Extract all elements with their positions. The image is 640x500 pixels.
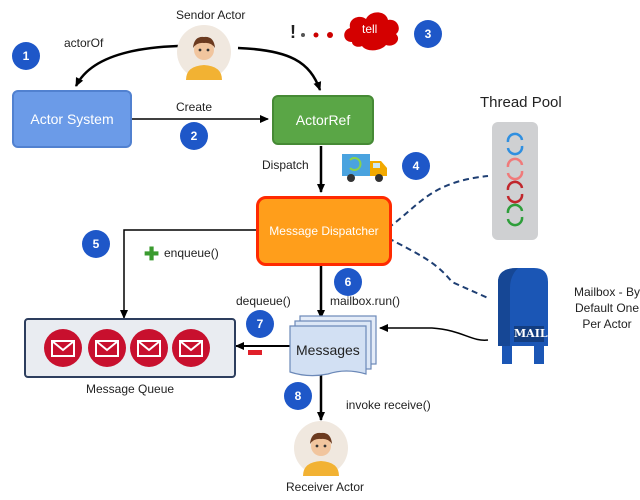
messages-label: Messages bbox=[296, 342, 360, 358]
step-badge-6: 6 bbox=[334, 268, 362, 296]
envelope-icon-4 bbox=[172, 329, 210, 367]
thread-icons bbox=[506, 132, 524, 227]
message-queue-label: Message Queue bbox=[86, 382, 175, 396]
thread-pool-panel bbox=[492, 122, 538, 240]
message-queue-box bbox=[24, 318, 236, 378]
step-badge-3: 3 bbox=[414, 20, 442, 48]
create-label: Create bbox=[176, 100, 213, 114]
mailbox-note-line-2: Default One bbox=[574, 301, 640, 315]
queue-envelopes bbox=[44, 329, 210, 367]
enqueue-label: enqueue() bbox=[164, 246, 219, 260]
minus-icon bbox=[248, 350, 262, 355]
step-badge-8: 8 bbox=[284, 382, 312, 410]
invoke-receive-label: invoke receive() bbox=[346, 398, 431, 412]
mailbox-note-line-3: Per Actor bbox=[582, 317, 632, 331]
mailbox-run-label: mailbox.run() bbox=[330, 294, 401, 308]
dashed-link-mailbox bbox=[387, 237, 489, 299]
tell-cloud-icon bbox=[344, 12, 399, 51]
tell-dots bbox=[301, 32, 333, 38]
plus-icon: ✚ bbox=[144, 244, 160, 264]
arrow-tell bbox=[237, 46, 322, 91]
step-badge-1: 1 bbox=[12, 42, 40, 70]
envelope-icon-2 bbox=[88, 329, 126, 367]
delivery-truck-icon bbox=[342, 154, 387, 182]
message-dispatcher-box: Message Dispatcher bbox=[256, 196, 392, 266]
envelope-icon-1 bbox=[44, 329, 82, 367]
actorof-label: actorOf bbox=[64, 36, 104, 50]
sender-actor-label: Sendor Actor bbox=[176, 8, 246, 22]
arrow-mailbox-link bbox=[379, 324, 489, 341]
dashed-link-thread-pool bbox=[387, 175, 489, 229]
mailbox-icon bbox=[498, 268, 548, 364]
messages-stack bbox=[289, 315, 377, 377]
mail-text: MAIL bbox=[514, 327, 548, 340]
dispatch-label: Dispatch bbox=[262, 158, 309, 172]
step-badge-7: 7 bbox=[246, 310, 274, 338]
receiver-avatar-icon bbox=[294, 421, 348, 476]
thread-pool-label: Thread Pool bbox=[480, 94, 562, 111]
thread-icon-3 bbox=[506, 180, 524, 204]
sender-avatar-icon bbox=[177, 25, 231, 80]
exclamation-mark: ! bbox=[290, 22, 296, 42]
arrow-enqueue bbox=[120, 229, 256, 319]
envelope-icon-3 bbox=[130, 329, 168, 367]
receiver-actor-label: Receiver Actor bbox=[286, 480, 365, 494]
thread-icon-1 bbox=[506, 132, 524, 156]
mailbox-note: Mailbox - By Default One Per Actor bbox=[574, 284, 640, 332]
thread-icon-4 bbox=[506, 203, 524, 227]
step-badge-2: 2 bbox=[180, 122, 208, 150]
actor-system-box: Actor System bbox=[12, 90, 132, 148]
dequeue-label: dequeue() bbox=[236, 294, 291, 308]
tell-label: tell bbox=[362, 22, 378, 36]
thread-icon-2 bbox=[506, 157, 524, 181]
arrow-actorof bbox=[74, 44, 179, 87]
actor-ref-box: ActorRef bbox=[272, 95, 374, 145]
step-badge-4: 4 bbox=[402, 152, 430, 180]
mailbox-note-line-1: Mailbox - By bbox=[574, 285, 640, 299]
step-badge-5: 5 bbox=[82, 230, 110, 258]
